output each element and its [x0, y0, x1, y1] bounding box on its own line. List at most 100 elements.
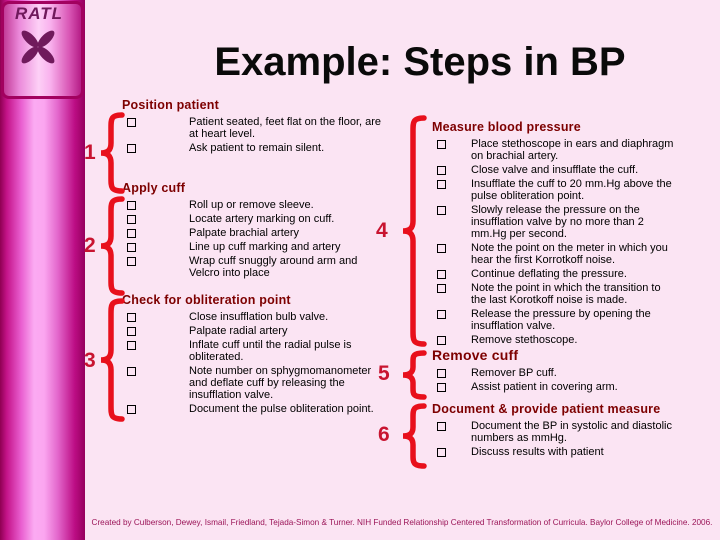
checkbox-icon	[127, 229, 136, 238]
checkbox-icon	[437, 166, 446, 175]
checkbox-icon	[437, 180, 446, 189]
list-item: Inflate cuff until the radial pulse is o…	[122, 339, 422, 363]
checklist: Remover BP cuff. Assist patient in cover…	[432, 367, 718, 393]
section-measure-bp: Measure blood pressure Place stethoscope…	[432, 120, 718, 346]
checkbox-icon	[127, 327, 136, 336]
item-text: Patient seated, feet flat on the floor, …	[189, 116, 382, 140]
list-item: Document the BP in systolic and diastoli…	[432, 420, 718, 444]
step-number-1: 1	[84, 141, 96, 164]
checkbox-icon	[127, 367, 136, 376]
checkbox-icon	[127, 341, 136, 350]
item-text: Place stethoscope in ears and diaphragm …	[471, 138, 674, 162]
step-number-4: 4	[376, 219, 388, 242]
brace-icon-5	[400, 350, 428, 400]
checkbox-icon	[127, 144, 136, 153]
list-item: Palpate radial artery	[122, 325, 422, 337]
list-item: Slowly release the pressure on the insuf…	[432, 204, 718, 240]
checkbox-icon	[127, 257, 136, 266]
checklist: Patient seated, feet flat on the floor, …	[122, 116, 422, 154]
list-item: Palpate brachial artery	[122, 227, 422, 239]
item-text: Roll up or remove sleeve.	[189, 199, 314, 211]
item-text: Document the pulse obliteration point.	[189, 403, 374, 415]
item-text: Remove stethoscope.	[471, 334, 578, 346]
item-text: Close insufflation bulb valve.	[189, 311, 329, 323]
list-item: Assist patient in covering arm.	[432, 381, 718, 393]
checkbox-icon	[127, 405, 136, 414]
checkbox-icon	[437, 448, 446, 457]
item-text: Inflate cuff until the radial pulse is o…	[189, 339, 352, 363]
section-apply-cuff: Apply cuff Roll up or remove sleeve. Loc…	[122, 181, 422, 279]
checkbox-icon	[437, 369, 446, 378]
list-item: Remover BP cuff.	[432, 367, 718, 379]
checkbox-icon	[127, 118, 136, 127]
list-item: Place stethoscope in ears and diaphragm …	[432, 138, 718, 162]
checklist: Roll up or remove sleeve. Locate artery …	[122, 199, 422, 279]
section-heading: Measure blood pressure	[432, 120, 581, 134]
list-item: Note number on sphygmomanometer and defl…	[122, 365, 422, 401]
checkbox-icon	[127, 215, 136, 224]
checkbox-icon	[437, 140, 446, 149]
checkbox-icon	[127, 201, 136, 210]
section-check-obliteration: Check for obliteration point Close insuf…	[122, 293, 422, 415]
brace-icon-1	[98, 112, 126, 194]
list-item: Wrap cuff snuggly around arm and Velcro …	[122, 255, 422, 279]
section-remove-cuff: Remove cuff Remover BP cuff. Assist pati…	[432, 347, 718, 393]
item-text: Slowly release the pressure on the insuf…	[471, 204, 644, 240]
butterfly-icon	[17, 26, 59, 73]
list-item: Release the pressure by opening the insu…	[432, 308, 718, 332]
slide-title: Example: Steps in BP	[214, 40, 626, 84]
item-text: Remover BP cuff.	[471, 367, 557, 379]
section-document-measure: Document & provide patient measure Docum…	[432, 402, 718, 458]
checklist: Document the BP in systolic and diastoli…	[432, 420, 718, 458]
brace-icon-3	[98, 298, 126, 422]
checklist: Place stethoscope in ears and diaphragm …	[432, 138, 718, 346]
section-heading: Position patient	[122, 98, 219, 112]
checkbox-icon	[127, 313, 136, 322]
item-text: Ask patient to remain silent.	[189, 142, 325, 154]
brace-icon-2	[98, 196, 126, 296]
list-item: Insufflate the cuff to 20 mm.Hg above th…	[432, 178, 718, 202]
checklist: Close insufflation bulb valve. Palpate r…	[122, 311, 422, 415]
section-position-patient: Position patient Patient seated, feet fl…	[122, 98, 422, 154]
item-text: Discuss results with patient	[471, 446, 604, 458]
item-text: Locate artery marking on cuff.	[189, 213, 335, 225]
item-text: Wrap cuff snuggly around arm and Velcro …	[189, 255, 358, 279]
checkbox-icon	[437, 422, 446, 431]
list-item: Roll up or remove sleeve.	[122, 199, 422, 211]
list-item: Remove stethoscope.	[432, 334, 718, 346]
list-item: Patient seated, feet flat on the floor, …	[122, 116, 422, 140]
list-item: Line up cuff marking and artery	[122, 241, 422, 253]
list-item: Close insufflation bulb valve.	[122, 311, 422, 323]
section-heading: Check for obliteration point	[122, 293, 291, 307]
list-item: Discuss results with patient	[432, 446, 718, 458]
ratl-logo-text: RATL	[15, 4, 64, 23]
item-text: Insufflate the cuff to 20 mm.Hg above th…	[471, 178, 672, 202]
checkbox-icon	[437, 270, 446, 279]
item-text: Release the pressure by opening the insu…	[471, 308, 651, 332]
brace-icon-4	[400, 115, 428, 347]
item-text: Note the point on the meter in which you…	[471, 242, 668, 266]
section-heading: Remove cuff	[432, 347, 519, 363]
section-heading: Apply cuff	[122, 181, 186, 195]
list-item: Close valve and insufflate the cuff.	[432, 164, 718, 176]
section-heading: Document & provide patient measure	[432, 402, 661, 416]
list-item: Continue deflating the pressure.	[432, 268, 718, 280]
checkbox-icon	[437, 284, 446, 293]
list-item: Note the point in which the transition t…	[432, 282, 718, 306]
item-text: Note number on sphygmomanometer and defl…	[189, 365, 372, 401]
list-item: Ask patient to remain silent.	[122, 142, 422, 154]
checkbox-icon	[437, 383, 446, 392]
checkbox-icon	[437, 206, 446, 215]
item-text: Line up cuff marking and artery	[189, 241, 341, 253]
checkbox-icon	[437, 336, 446, 345]
item-text: Continue deflating the pressure.	[471, 268, 627, 280]
item-text: Palpate brachial artery	[189, 227, 300, 239]
step-number-2: 2	[84, 234, 96, 257]
step-number-5: 5	[378, 362, 390, 385]
list-item: Document the pulse obliteration point.	[122, 403, 422, 415]
item-text: Close valve and insufflate the cuff.	[471, 164, 639, 176]
checkbox-icon	[127, 243, 136, 252]
checkbox-icon	[437, 310, 446, 319]
item-text: Note the point in which the transition t…	[471, 282, 661, 306]
